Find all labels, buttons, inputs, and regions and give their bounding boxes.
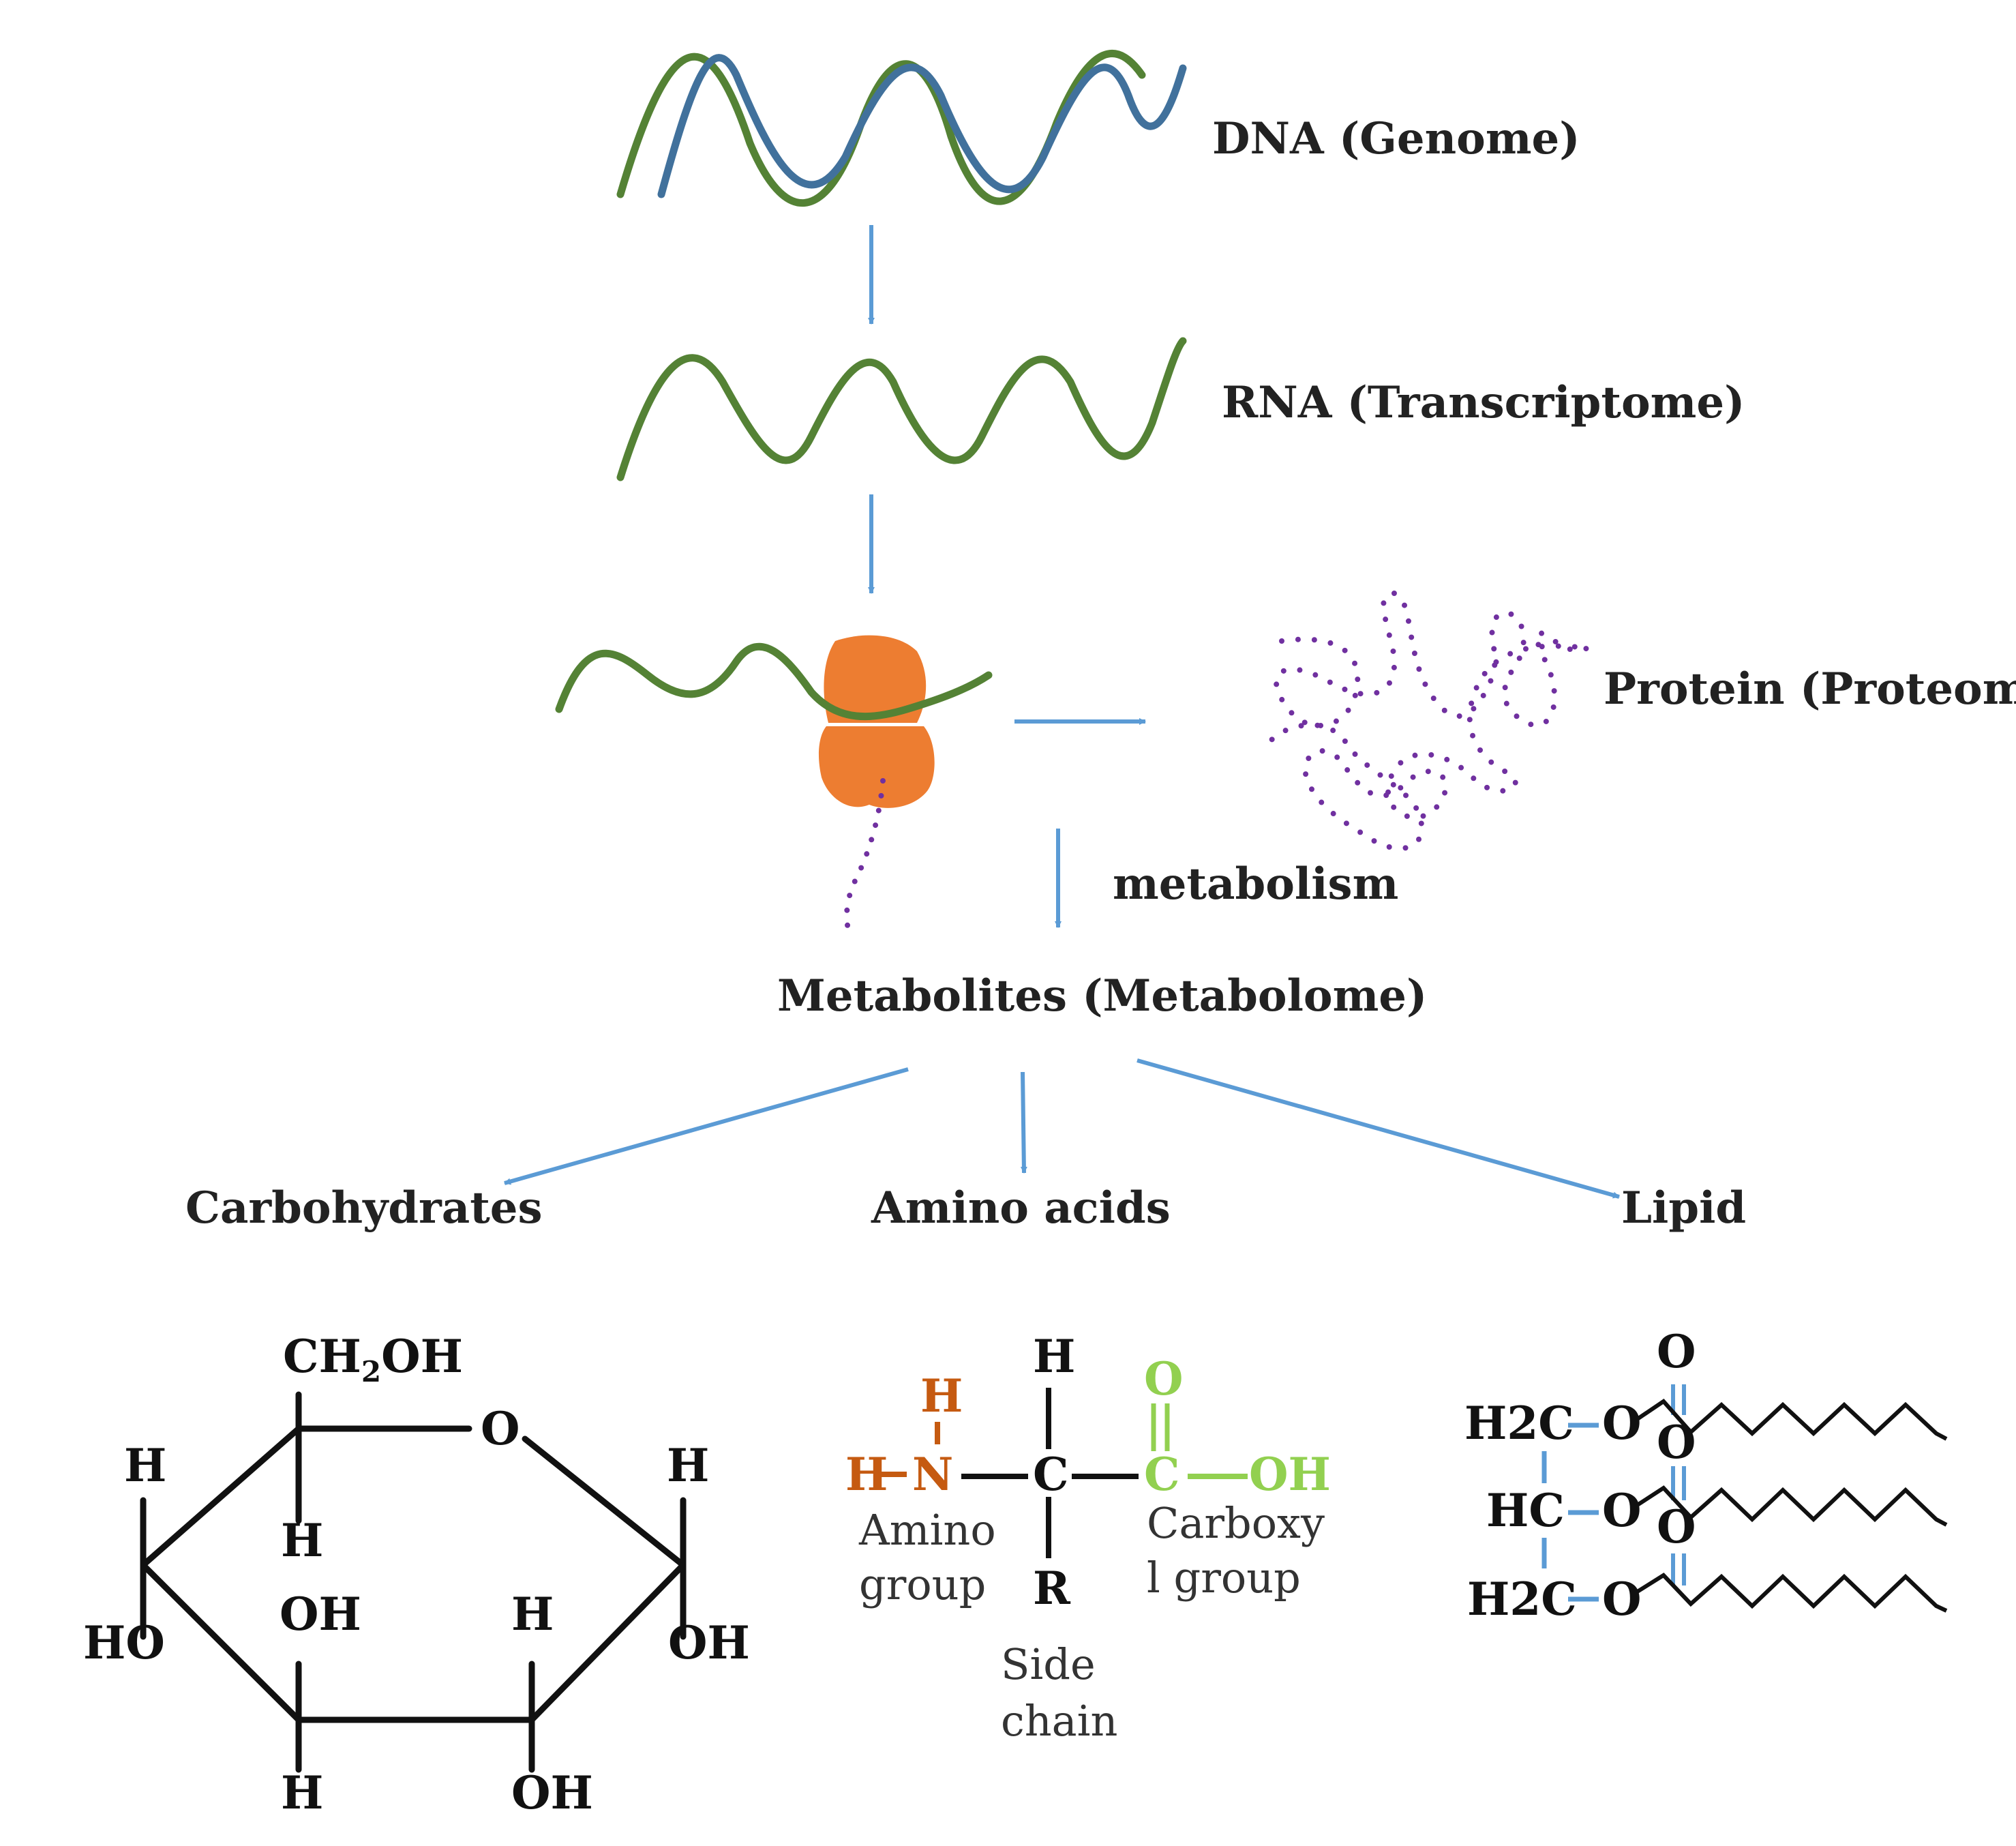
dna-label: DNA (Genome) <box>1212 113 1580 164</box>
mrna-strand-icon <box>555 642 993 721</box>
glucose-ring-oxygen: O <box>481 1402 520 1455</box>
aa-carboxyl-o: O <box>1144 1352 1184 1405</box>
glucose-h-c3-bottom: H <box>281 1766 323 1819</box>
ribosome-small-subunit <box>818 726 935 808</box>
aa-carboxyl-oh: OH <box>1249 1448 1331 1501</box>
lipid-row3-ester-o: O <box>1602 1573 1642 1626</box>
glucose-oh-c2-bottom: OH <box>511 1766 593 1819</box>
glucose-structure: CH2OH O H H H HO OH H OH H OH <box>83 1330 750 1819</box>
aa-r-group: R <box>1033 1562 1071 1615</box>
lipid-chain-2 <box>1635 1485 1948 1527</box>
nascent-peptide-dots <box>844 778 886 934</box>
rna-label: RNA (Transcriptome) <box>1222 377 1745 428</box>
protein-label: Protein (Proteome) <box>1604 664 2016 715</box>
metabolites-label: Metabolites (Metabolome) <box>777 970 1427 1022</box>
aa-carboxyl-caption-2: l group <box>1147 1553 1301 1603</box>
lipid-label: Lipid <box>1621 1182 1746 1234</box>
ribosome-icon <box>818 635 935 808</box>
glucose-h-c2: H <box>511 1588 554 1641</box>
aa-side-chain-caption-1: Side <box>1001 1639 1096 1689</box>
glucose-oh-c1: OH <box>668 1616 750 1669</box>
lipid-row3-carbonyl-o: O <box>1657 1500 1696 1553</box>
carbohydrates-label: Carbohydrates <box>185 1182 543 1234</box>
lipid-structure: H2C O O HC O O H2C O O <box>1464 1325 1948 1626</box>
metabolism-label: metabolism <box>1113 859 1398 910</box>
aa-amino-group-caption-1: Amino <box>858 1505 996 1555</box>
aa-alpha-h: H <box>1033 1330 1075 1383</box>
glucose-h-c5-down: H <box>281 1514 323 1567</box>
glucose-h-c4-top: H <box>124 1439 166 1492</box>
lipid-row1-carbonyl-o: O <box>1657 1325 1696 1378</box>
glucose-ho-c4: HO <box>83 1616 165 1669</box>
dna-helix-icon <box>616 50 1187 207</box>
glucose-bonds <box>140 1391 687 1773</box>
aa-side-chain-caption-2: chain <box>1001 1696 1117 1746</box>
aa-amino-h-left: H <box>845 1448 888 1501</box>
lipid-row2-carbon: HC <box>1486 1484 1565 1537</box>
lipid-row2-ester-o: O <box>1602 1484 1642 1537</box>
aa-amino-group-caption-2: group <box>859 1560 986 1609</box>
rna-strand-icon <box>616 337 1187 481</box>
aa-carboxyl-caption-1: Carboxy <box>1147 1498 1325 1548</box>
dna-strand-blue <box>657 54 1187 198</box>
arrow-to-amino-acids <box>1020 1071 1027 1174</box>
lipid-chain-1 <box>1635 1399 1948 1441</box>
ribosome-large-subunit <box>824 635 927 723</box>
arrow-to-lipid <box>1137 1058 1620 1199</box>
glucose-h-c1-top: H <box>667 1439 709 1492</box>
aa-amino-n: N <box>912 1448 953 1501</box>
lipid-row2-carbonyl-o: O <box>1657 1416 1696 1469</box>
aa-amino-h-top: H <box>920 1369 963 1423</box>
glucose-ch2oh: CH2OH <box>283 1330 463 1388</box>
arrow-to-carbohydrates <box>504 1067 909 1185</box>
lipid-row1-ester-o: O <box>1602 1397 1642 1450</box>
aa-alpha-c: C <box>1033 1448 1069 1501</box>
amino-acid-structure: H H N C H R C O OH Amino group Carboxy l… <box>845 1330 1331 1746</box>
amino-acids-label: Amino acids <box>871 1182 1171 1234</box>
lipid-row3-carbon: H2C <box>1467 1573 1577 1626</box>
lipid-chain-3 <box>1635 1573 1948 1613</box>
aa-carboxyl-c: C <box>1144 1448 1180 1501</box>
lipid-row1-carbon: H2C <box>1464 1397 1574 1450</box>
folded-protein-icon <box>1269 590 1590 852</box>
glucose-oh-c3: OH <box>280 1588 361 1641</box>
